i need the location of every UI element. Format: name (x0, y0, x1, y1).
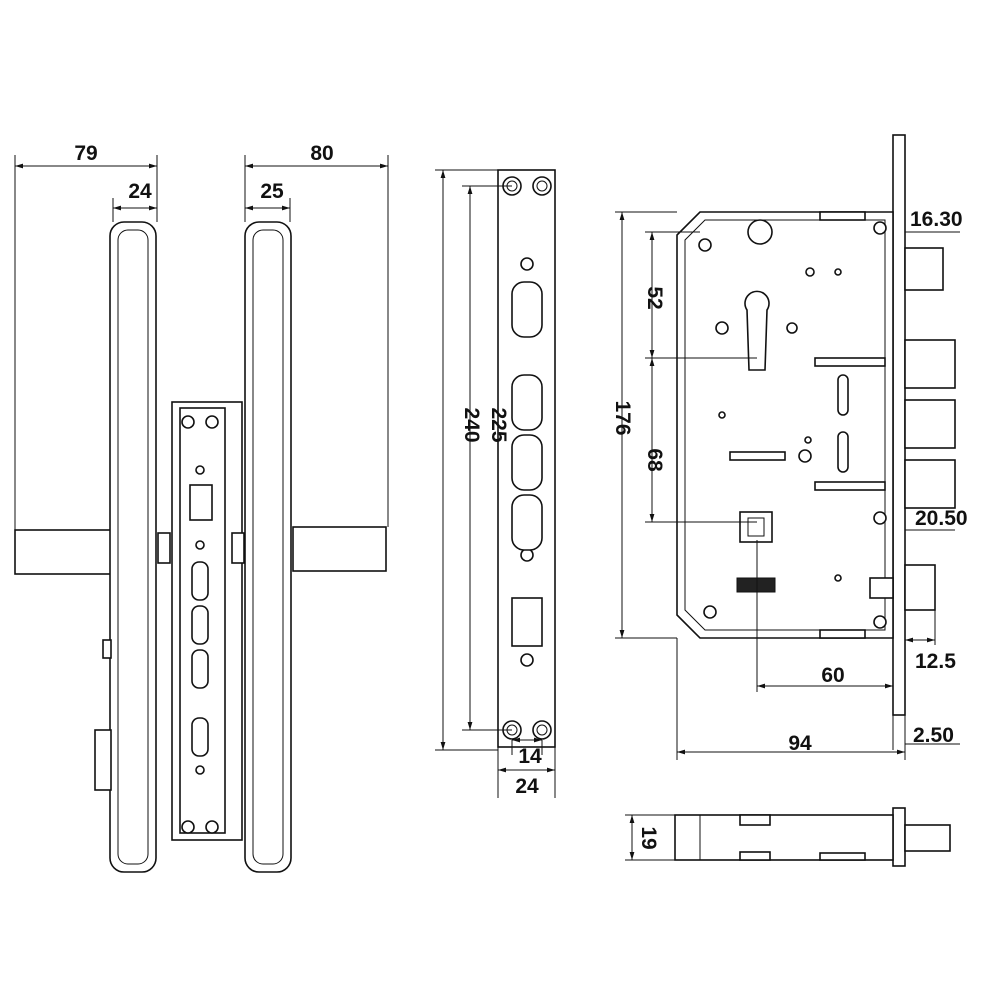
latch-bolt (904, 247, 944, 291)
dim-bolt-projection: 20.50 (915, 507, 968, 530)
dim-faceplate-width: 24 (515, 775, 539, 798)
auxiliary-latch (904, 564, 936, 611)
dim-thickness: 19 (637, 826, 660, 849)
screws (181, 415, 219, 834)
dim-right-bar: 25 (260, 180, 284, 203)
adjust-screw (747, 219, 773, 245)
lock-case (676, 211, 894, 639)
dim-cylinder-to-spindle: 68 (643, 448, 666, 472)
handle-set-view: 79 24 80 25 (14, 142, 389, 873)
dim-hole-spacing: 225 (487, 407, 510, 442)
right-handle-bar (244, 221, 292, 873)
dim-left-overall: 79 (74, 142, 97, 165)
dim-hole-offset: 14 (518, 745, 542, 768)
dim-faceplate-offset: 16.30 (910, 208, 963, 231)
center-plate-slots (189, 484, 213, 757)
faceplate-view: 240 225 14 24 (435, 169, 556, 798)
dim-right-overall: 80 (310, 142, 333, 165)
dim-body-height: 176 (611, 400, 634, 435)
lock-faceplate-edge (892, 134, 906, 716)
dead-bolt-2 (904, 399, 956, 449)
dim-left-bar: 24 (128, 180, 152, 203)
lock-body-view: 176 52 68 16.30 20.50 12.5 60 94 2.50 (611, 134, 968, 760)
dim-latch-projection: 12.5 (915, 650, 956, 673)
cylinder-hole (744, 290, 770, 371)
spindle-hub (739, 511, 773, 543)
thumb-turn (94, 729, 112, 791)
dim-faceplate-height: 240 (460, 407, 483, 442)
left-lever (14, 529, 113, 575)
right-lever (292, 526, 387, 572)
dead-bolt-1 (904, 339, 956, 389)
dim-body-depth: 94 (788, 732, 812, 755)
dim-faceplate-thickness: 2.50 (913, 724, 954, 747)
left-handle-bar (109, 221, 157, 873)
dim-backset: 60 (821, 664, 844, 687)
dead-bolt-3 (904, 459, 956, 509)
bottom-view: 19 (625, 807, 951, 867)
dim-top-to-cylinder: 52 (643, 286, 666, 309)
